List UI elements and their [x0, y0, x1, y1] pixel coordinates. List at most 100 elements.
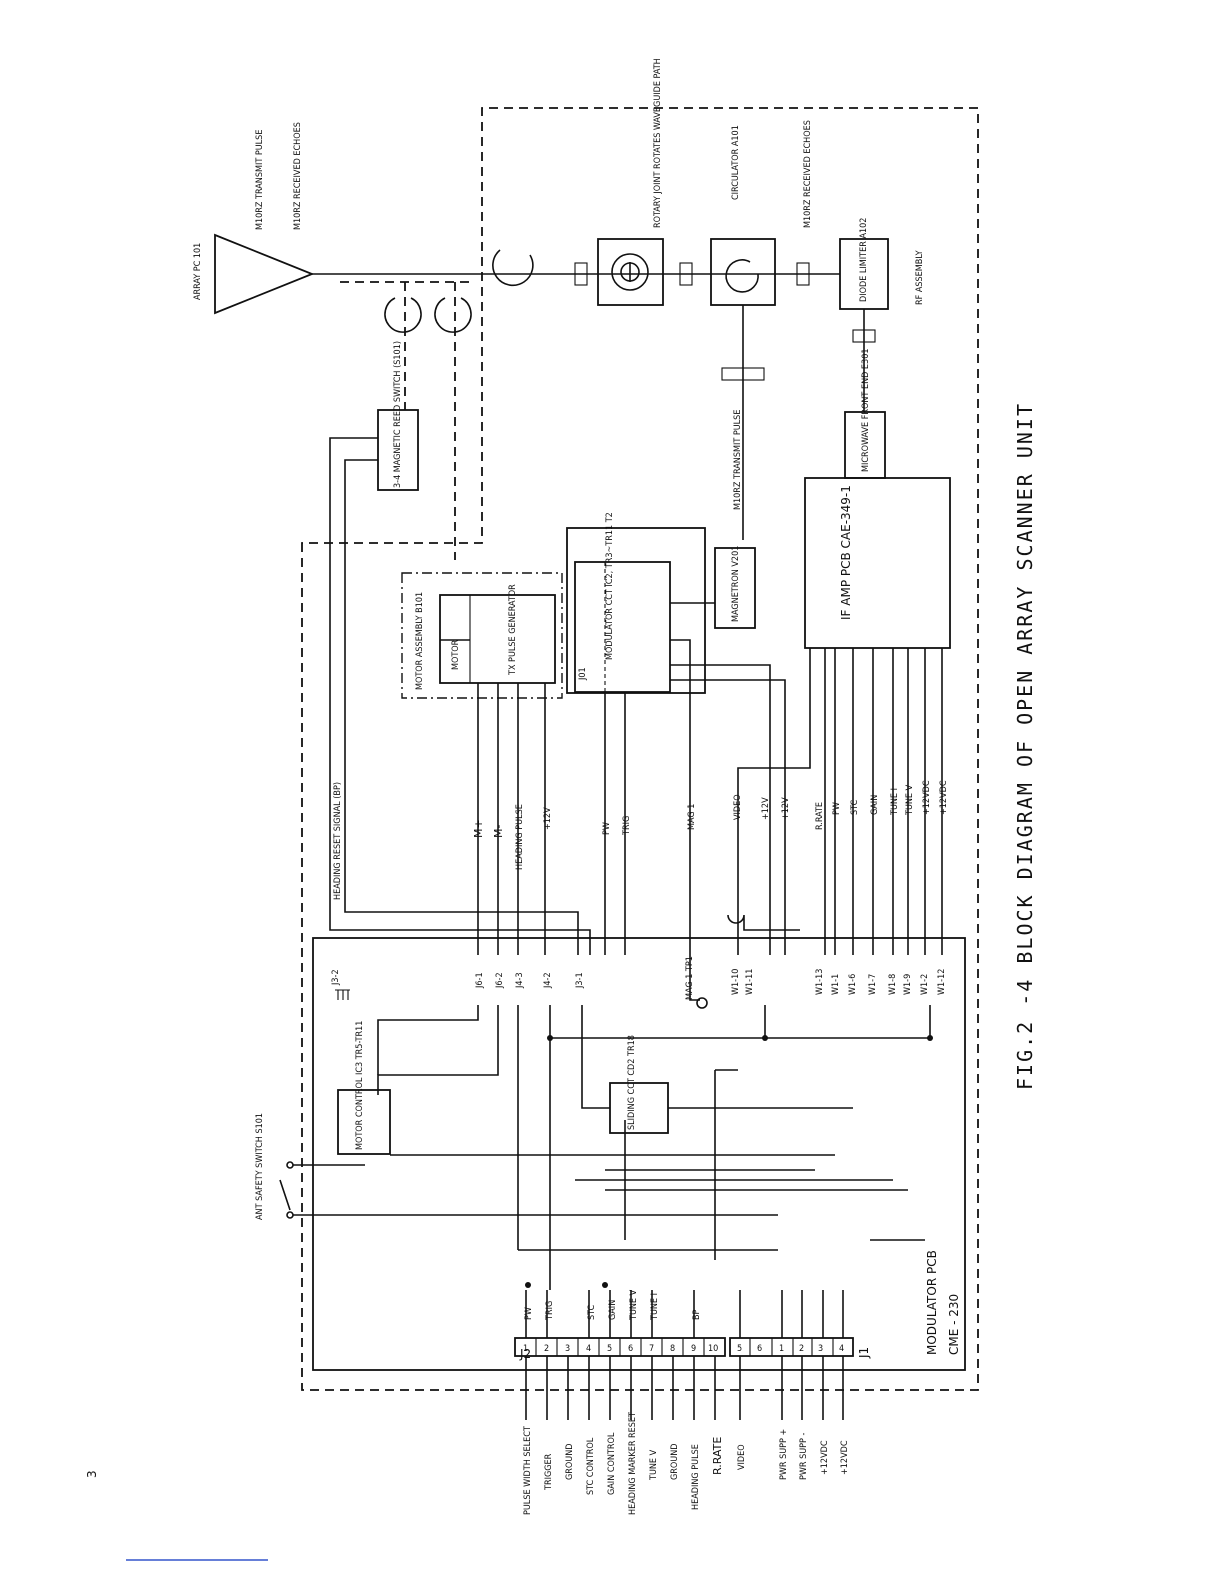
svg-text:3: 3: [565, 1344, 570, 1354]
diode-limiter-label: DIODE LIMITER A102: [859, 218, 869, 302]
magnetron-block: [714, 547, 756, 629]
circulator-block: [710, 238, 776, 306]
svg-text:J6-2: J6-2: [495, 972, 505, 989]
j2-internal-labels: PW TRIG STC GAIN TUNE V TUNE I BP: [524, 1289, 702, 1321]
j1-connector: 5 6 1 2 3 4 J1: [729, 1337, 871, 1359]
svg-text:MOTOR: MOTOR: [451, 639, 461, 670]
svg-text:PWR SUPP -: PWR SUPP -: [799, 1433, 809, 1480]
svg-text:MAG 1: MAG 1: [687, 804, 697, 830]
svg-text:M-: M-: [492, 825, 505, 838]
if-amp-signal-lines: [824, 648, 943, 955]
svg-text:TRIG: TRIG: [545, 1301, 555, 1321]
svg-text:J4-2: J4-2: [543, 972, 553, 989]
svg-text:PWR SUPP +: PWR SUPP +: [779, 1429, 789, 1480]
scanner-enclosure-outline: [301, 107, 979, 1391]
sliding-cct-block: [609, 1082, 669, 1134]
svg-text:TUNE I: TUNE I: [650, 1293, 660, 1321]
modulator-pcb-box: [312, 937, 966, 1371]
svg-text:W1-9: W1-9: [903, 974, 913, 995]
svg-text:M+: M+: [472, 819, 485, 838]
svg-text:MODULATOR CCT IC2, TR3~TR11 T2: MODULATOR CCT IC2, TR3~TR11 T2: [605, 512, 615, 660]
svg-text:+12VDC: +12VDC: [939, 780, 949, 815]
if-amp-pcb-block: [804, 477, 951, 649]
reed-switch-block: [377, 409, 419, 491]
svg-text:BP: BP: [692, 1309, 702, 1320]
svg-text:W1-12: W1-12: [937, 969, 947, 995]
modulator-pcb-code: CME - 230: [947, 1294, 961, 1355]
svg-text:+12V: +12V: [543, 807, 553, 830]
svg-text:PW: PW: [602, 822, 612, 835]
svg-text:10: 10: [708, 1344, 718, 1354]
mag-test-point: [696, 997, 708, 1009]
j1-lead-lines: [739, 1290, 844, 1420]
svg-text:M10RZ TRANSMIT PULSE: M10RZ TRANSMIT PULSE: [733, 410, 743, 510]
svg-text:J2: J2: [519, 1347, 531, 1361]
rotary-joint-block: [597, 238, 664, 306]
svg-text:TRIG: TRIG: [622, 816, 632, 836]
j2-lead-lines: [525, 1290, 716, 1420]
j32-label: J3-2: [331, 969, 341, 986]
j1-external-labels: VIDEO PWR SUPP + PWR SUPP - +12VDC +12VD…: [737, 1429, 850, 1480]
receive-label: M10RZ RECEIVED ECHOES: [293, 122, 303, 230]
svg-text:GAIN: GAIN: [608, 1300, 618, 1320]
svg-text:HEADING RESET SIGNAL (BP): HEADING RESET SIGNAL (BP): [333, 782, 343, 900]
svg-text:HEADING PULSE: HEADING PULSE: [515, 804, 525, 870]
array-antenna: [214, 233, 315, 315]
svg-text:J01: J01: [578, 667, 588, 681]
svg-text:STC: STC: [850, 799, 860, 815]
motor-control-block: [337, 1089, 391, 1155]
svg-text:W1-2: W1-2: [920, 974, 930, 995]
svg-text:4: 4: [839, 1344, 844, 1354]
rx-echoes-label: M10RZ RECEIVED ECHOES: [803, 120, 813, 228]
svg-text:GROUND: GROUND: [565, 1444, 575, 1481]
svg-text:SLIDING CCT CD2 TR18: SLIDING CCT CD2 TR18: [627, 1035, 637, 1130]
svg-text:HEADING MARKER RESET: HEADING MARKER RESET: [628, 1412, 638, 1515]
svg-text:+12V: +12V: [781, 797, 791, 820]
page-number: 3: [85, 1470, 99, 1478]
j2-external-labels: PULSE WIDTH SELECT TRIGGER GROUND STC CO…: [523, 1412, 724, 1515]
svg-text:GAIN: GAIN: [870, 795, 880, 815]
svg-text:J1: J1: [857, 1347, 871, 1359]
svg-text:GAIN CONTROL: GAIN CONTROL: [607, 1432, 617, 1495]
svg-text:TRIGGER: TRIGGER: [544, 1453, 554, 1491]
svg-text:TUNE V: TUNE V: [649, 1449, 659, 1481]
svg-text:J4-3: J4-3: [515, 972, 525, 989]
svg-text:4: 4: [586, 1344, 591, 1354]
svg-text:W1-8: W1-8: [888, 974, 898, 995]
svg-text:2: 2: [799, 1344, 804, 1354]
microwave-front-end-block: [844, 411, 886, 479]
svg-text:3: 3: [818, 1344, 823, 1354]
svg-text:MOTOR ASSEMBLY B101: MOTOR ASSEMBLY B101: [415, 592, 425, 690]
svg-text:+12VDC: +12VDC: [820, 1440, 830, 1475]
svg-text:R.RATE: R.RATE: [815, 802, 825, 830]
svg-text:ANT SAFETY SWITCH S101: ANT SAFETY SWITCH S101: [255, 1113, 265, 1220]
svg-text:W1-11: W1-11: [745, 969, 755, 995]
svg-text:PW: PW: [832, 802, 842, 815]
svg-text:PW: PW: [524, 1307, 534, 1320]
svg-text:IF AMP PCB CAE-349-1: IF AMP PCB CAE-349-1: [839, 485, 853, 620]
antenna-label: ARRAY PC 101: [193, 243, 203, 300]
modulator-cct-block: [574, 561, 671, 693]
svg-text:HEADING PULSE: HEADING PULSE: [691, 1444, 701, 1510]
svg-text:STC: STC: [587, 1304, 597, 1320]
svg-text:J3-1: J3-1: [575, 972, 585, 989]
svg-text:6: 6: [757, 1344, 762, 1354]
motor-assembly-box: [401, 572, 563, 699]
svg-text:+12VDC: +12VDC: [922, 780, 932, 815]
transmit-label: M10RZ TRANSMIT PULSE: [255, 130, 265, 230]
rotation-arrow-icon: [384, 249, 534, 333]
j2-connector: J2 1 2 3 4 5 6 7 8 9 10: [514, 1337, 726, 1361]
svg-text:MAGNETRON V201: MAGNETRON V201: [731, 546, 741, 622]
svg-text:W1-13: W1-13: [815, 969, 825, 995]
svg-text:TUNE V: TUNE V: [905, 784, 915, 816]
svg-text:TUNE I: TUNE I: [890, 788, 900, 816]
svg-text:STC CONTROL: STC CONTROL: [586, 1437, 596, 1495]
svg-text:1: 1: [779, 1344, 784, 1354]
svg-text:R.RATE: R.RATE: [711, 1437, 724, 1475]
rf-assembly-label: RF ASSEMBLY: [915, 250, 925, 305]
svg-text:8: 8: [670, 1344, 675, 1354]
svg-text:+12VDC: +12VDC: [840, 1440, 850, 1475]
if-amp-connectors: W1-10 W1-11 W1-13 W1-1 W1-6 W1-7 W1-8 W1…: [731, 969, 947, 995]
